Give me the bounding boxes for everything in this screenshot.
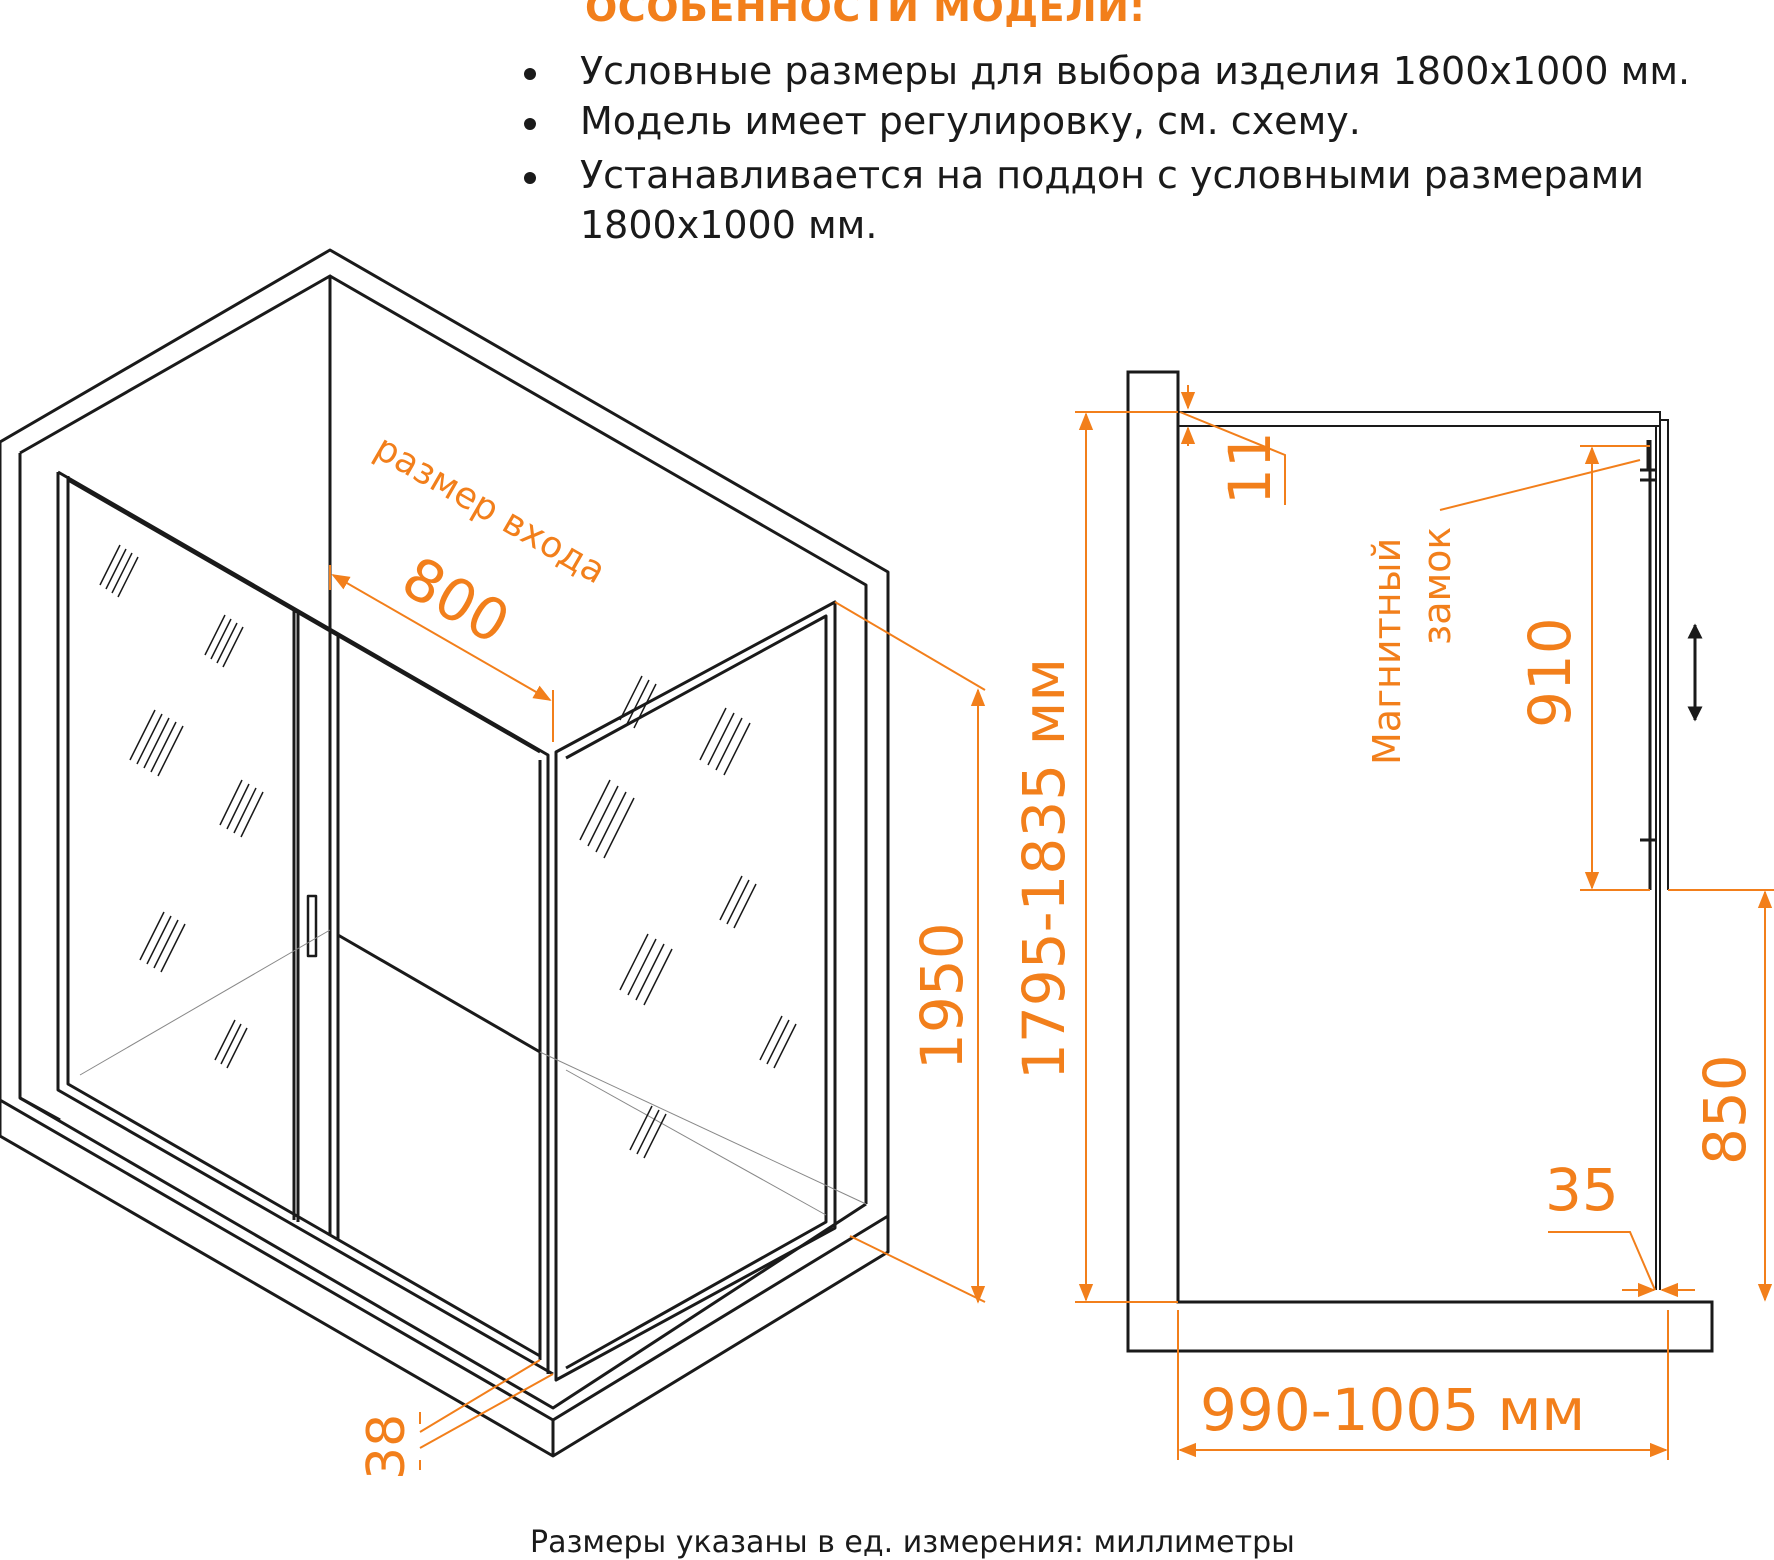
wall-profile [1126,370,1714,1353]
lock-label: Магнитный [1365,538,1409,765]
side-panel [554,600,837,1382]
top-gap-value: 11 [1216,431,1284,505]
units-note: Размеры указаны в ед. измерения: миллиме… [530,1525,1295,1560]
side-labels: 11 Магнитный замок 910 850 35 990-1005 м… [1200,431,1759,1444]
door-handle [306,894,318,958]
height-range-value: 1795-1835 мм [1010,658,1078,1080]
bottom-gap-value: 35 [1545,1156,1619,1224]
width-range-value: 990-1005 мм [1200,1376,1585,1444]
profile-thickness-value: 38 [357,1414,417,1480]
feature-item: Условные размеры для выбора изделия 1800… [520,46,1774,96]
entry-label: размер входа [368,427,613,592]
magnetic-lock [1640,468,1655,842]
side-dimensions [1075,385,1774,1460]
side-view [1126,370,1714,1353]
height-value: 1950 [908,922,976,1070]
lock-label: замок [1415,527,1459,645]
feature-item: Устанавливается на поддон с условными ра… [520,150,1774,250]
entry-dimension-line [331,574,552,701]
isometric-view [0,248,890,1458]
front-frame [56,472,554,1376]
panel-height-value: 850 [1691,1054,1759,1165]
page-title: ОСОБЕННОСТИ МОДЕЛИ: [585,0,1146,30]
features-list: Условные размеры для выбора изделия 1800… [520,46,1774,250]
glass-hatch [99,544,797,1159]
iso-dimensions [329,565,986,1470]
back-wall [0,248,890,1216]
entry-width-value: 800 [391,543,521,657]
feature-item: Модель имеет регулировку, см. схему. [520,96,1774,146]
lock-height-value: 910 [1516,617,1584,728]
top-rail [1178,411,1661,427]
